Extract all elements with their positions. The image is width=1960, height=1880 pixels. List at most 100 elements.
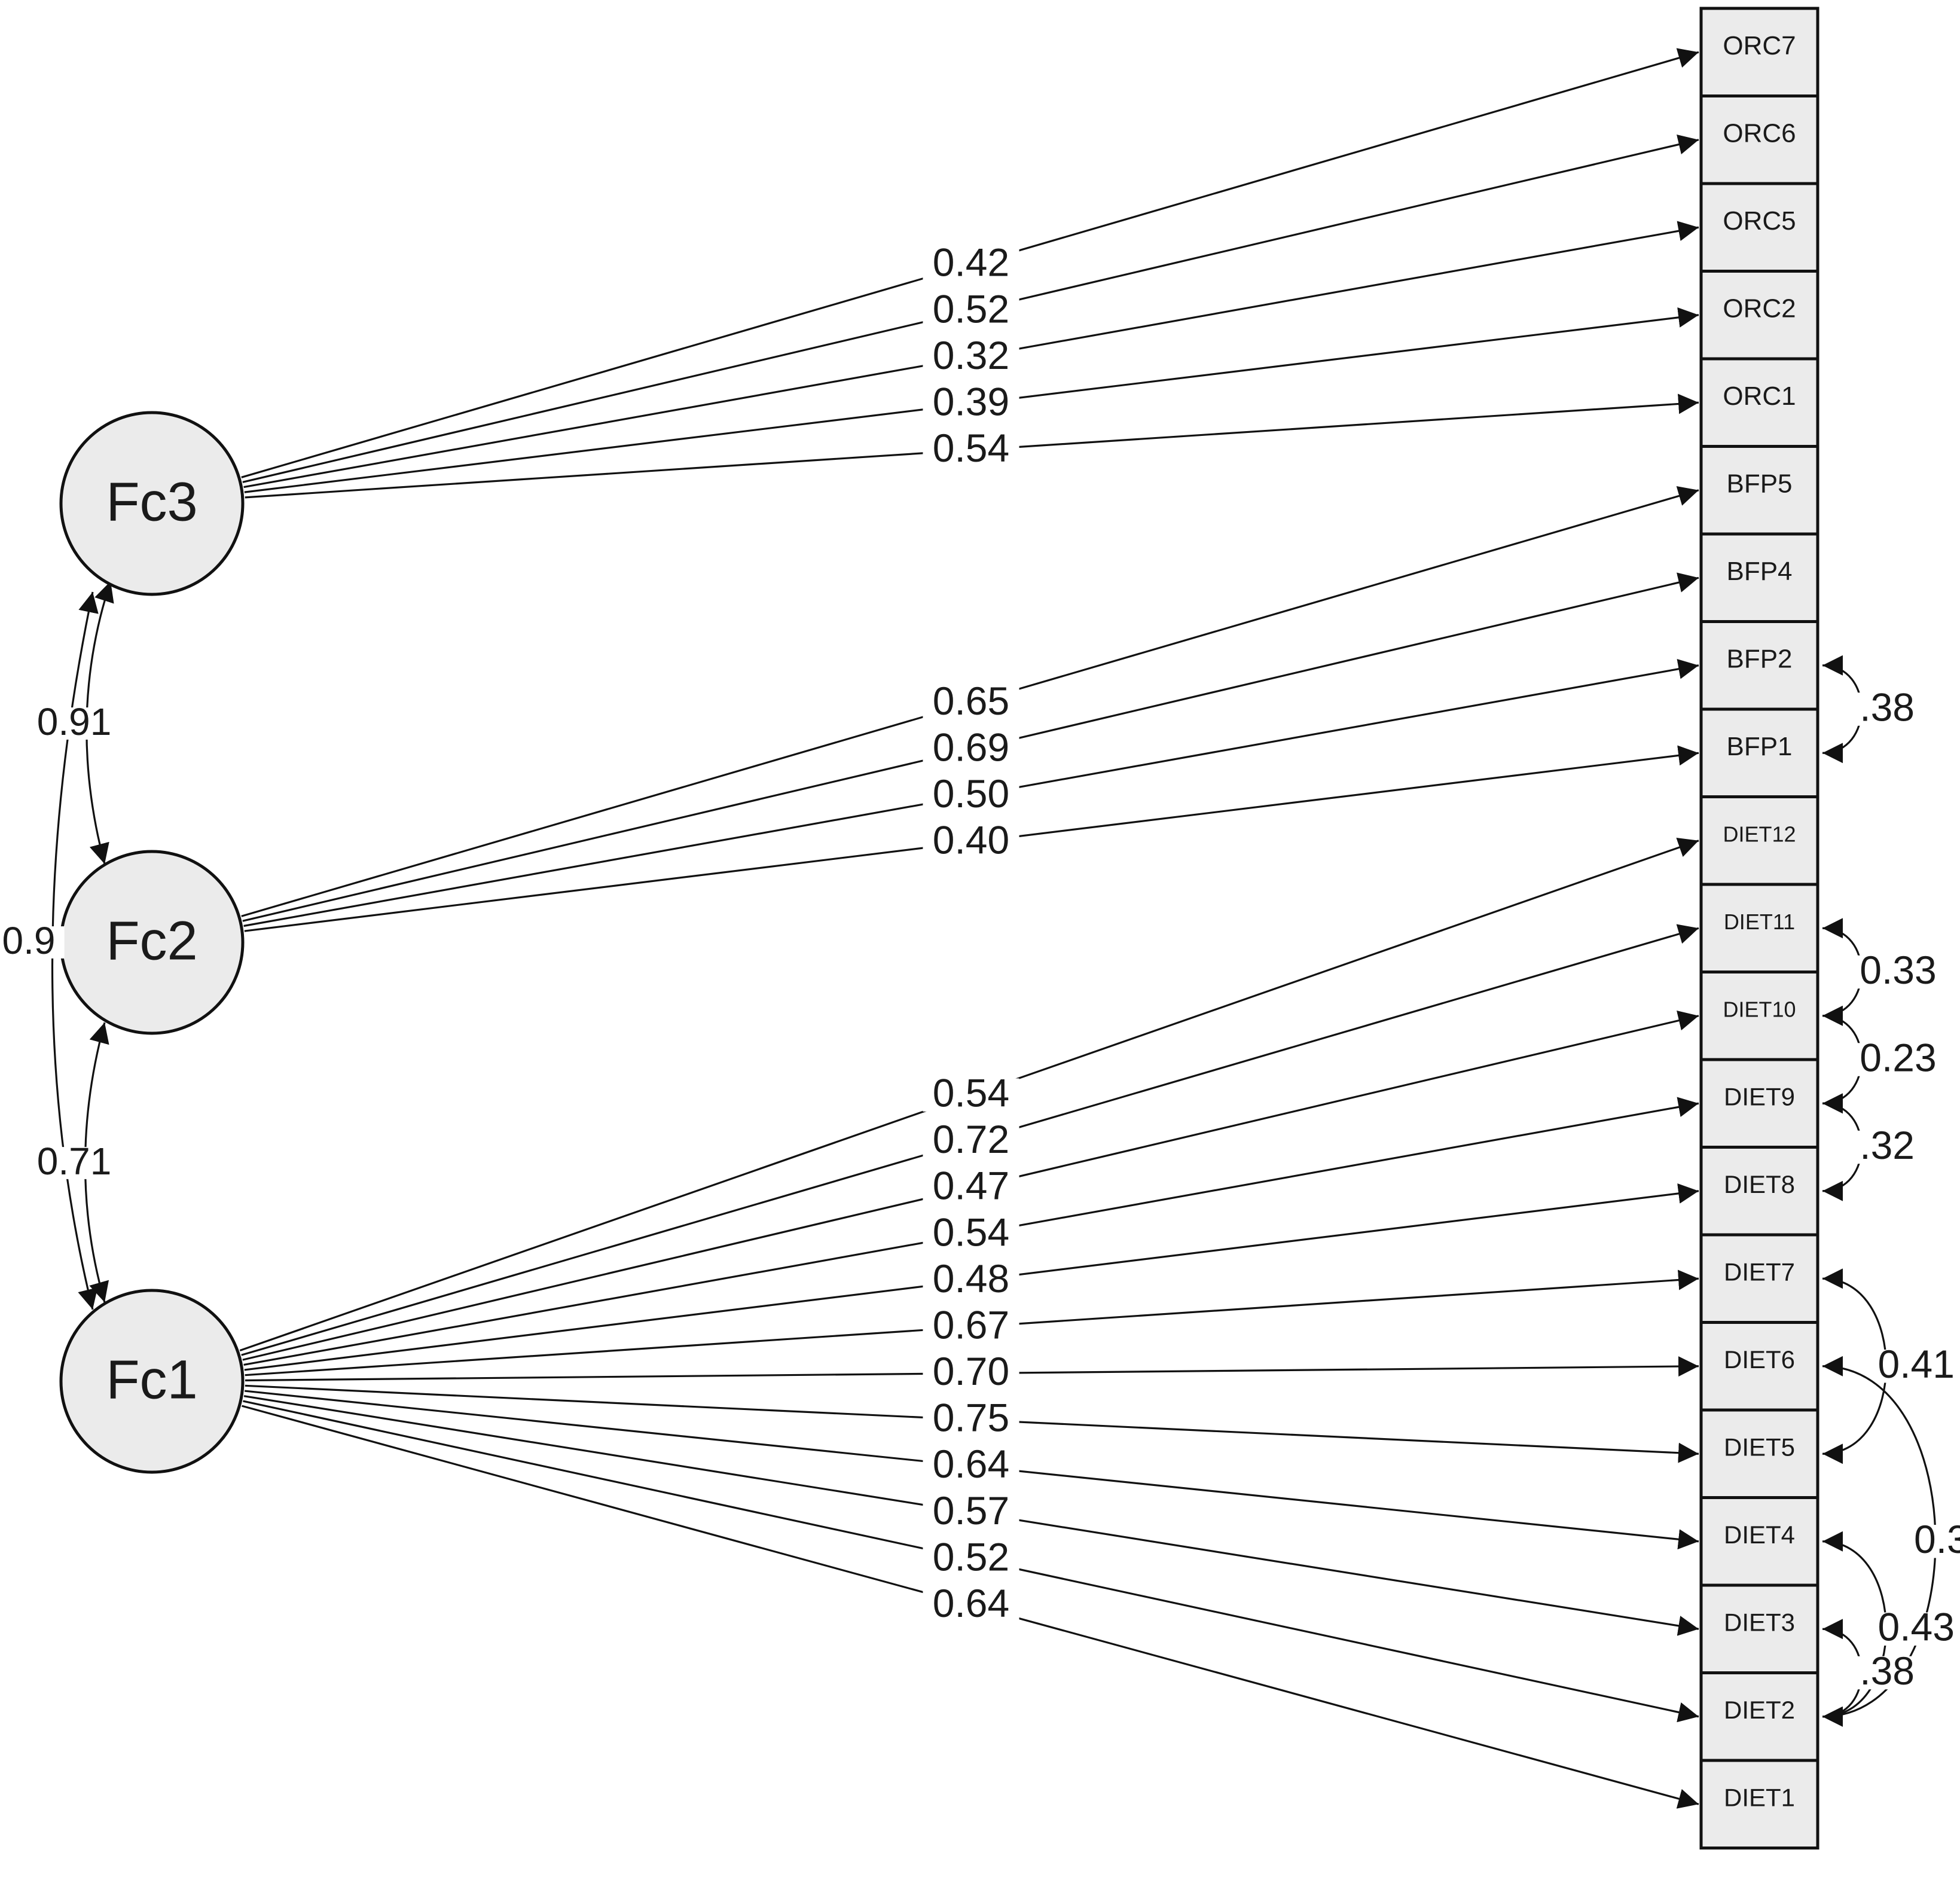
label-text: 0.50 (933, 771, 1009, 816)
loading-label-Fc1-DIET5: 0.75 (923, 1396, 1019, 1440)
factor-label-Fc1: Fc1 (106, 1349, 197, 1410)
label-text: 0.91 (37, 700, 112, 743)
indicator-label-BFP2: BFP2 (1726, 644, 1792, 673)
indicator-label-DIET8: DIET8 (1724, 1170, 1795, 1198)
label-bg (923, 779, 1019, 813)
factor-covariance-label-Fc3-Fc2: 0.91 (27, 700, 121, 743)
residual-covariance-BFP2-BFP1 (1822, 655, 1863, 764)
loading-label-Fc1-DIET10: 0.47 (923, 1164, 1019, 1208)
indicator-label-DIET9: DIET9 (1724, 1082, 1795, 1110)
residual-covariance-DIET11-DIET10 (1822, 918, 1863, 1026)
label-bg (1857, 1043, 1954, 1076)
indicator-label-ORC6: ORC6 (1723, 118, 1796, 148)
indicator-box-ORC2 (1699, 270, 1819, 361)
label-text: 0.52 (933, 286, 1009, 331)
indicator-label-BFP1: BFP1 (1726, 732, 1792, 761)
factor-node-Fc3 (59, 411, 245, 596)
loading-label-Fc1-DIET8: 0.48 (923, 1256, 1019, 1301)
label-bg (1857, 692, 1931, 726)
label-bg (923, 1263, 1019, 1298)
label-text: 0.64 (933, 1442, 1009, 1486)
indicator-label-DIET4: DIET4 (1724, 1521, 1795, 1549)
label-bg (1857, 1130, 1931, 1164)
indicator-label-DIET1: DIET1 (1724, 1783, 1795, 1811)
label-bg (923, 1078, 1019, 1112)
residual-covariance-label-DIET4-DIET2: 0.43 (1875, 1605, 1960, 1649)
loading-label-Fc1-DIET11: 0.72 (923, 1117, 1019, 1161)
label-bg (923, 387, 1019, 420)
label-text: .38 (1860, 685, 1915, 729)
indicator-label-DIET6: DIET6 (1724, 1345, 1795, 1374)
label-text: 0.41 (1878, 1342, 1955, 1386)
residual-covariance-label-DIET10-DIET9: 0.23 (1857, 1035, 1954, 1079)
label-text: 0.9 (2, 919, 56, 962)
loading-label-Fc3-ORC6: 0.52 (923, 286, 1019, 331)
indicator-label-DIET5: DIET5 (1724, 1433, 1795, 1461)
indicator-box-BFP5 (1699, 445, 1819, 536)
factor-node-Fc1 (59, 1289, 245, 1474)
label-text: 0.54 (933, 426, 1009, 470)
label-text: 0.52 (933, 1534, 1009, 1579)
label-text: .38 (1860, 1649, 1915, 1693)
label-text: .32 (1860, 1123, 1915, 1167)
residual-covariance-label-DIET7-DIET5: 0.41 (1875, 1342, 1960, 1386)
label-text: 0.70 (933, 1349, 1009, 1393)
residual-covariance-label-DIET9-DIET8: .32 (1857, 1123, 1931, 1167)
loading-label-Fc2-BFP2: 0.50 (923, 771, 1019, 816)
label-bg (923, 294, 1019, 328)
indicator-box-ORC7 (1699, 7, 1819, 97)
loading-label-Fc1-DIET12: 0.54 (923, 1071, 1019, 1115)
loading-label-Fc1-DIET3: 0.57 (923, 1488, 1019, 1533)
factor-covariance-label-Fc2-Fc1: 0.71 (27, 1140, 121, 1183)
label-bg (1857, 955, 1954, 989)
label-text: 0.67 (933, 1302, 1009, 1347)
indicator-box-BFP2 (1699, 620, 1819, 711)
label-bg (923, 686, 1019, 720)
label-text: 0.72 (933, 1117, 1009, 1161)
loading-label-Fc3-ORC7: 0.42 (923, 240, 1019, 285)
residual-covariance-label-DIET6-DIET2: 0.38 (1912, 1517, 1960, 1561)
label-text: 0.42 (933, 240, 1009, 285)
indicator-label-BFP5: BFP5 (1726, 469, 1792, 498)
factor-label-Fc2: Fc2 (106, 910, 197, 971)
label-text: 0.48 (933, 1256, 1009, 1301)
indicator-label-ORC2: ORC2 (1723, 294, 1796, 323)
label-text: 0.43 (1878, 1605, 1955, 1649)
loading-label-Fc1-DIET2: 0.52 (923, 1534, 1019, 1579)
indicator-box-DIET3 (1699, 1583, 1819, 1674)
loading-label-Fc2-BFP4: 0.69 (923, 725, 1019, 770)
label-text: 0.23 (1860, 1035, 1936, 1079)
label-text: 0.32 (933, 333, 1009, 377)
label-text: 0.71 (37, 1140, 112, 1183)
label-bg (923, 1403, 1019, 1436)
indicator-label-DIET10: DIET10 (1723, 997, 1796, 1021)
factor-covariance-Fc3-Fc1 (51, 591, 99, 1310)
label-text: 0.65 (933, 679, 1009, 723)
indicator-label-DIET2: DIET2 (1724, 1696, 1795, 1724)
residual-covariance-DIET3-DIET2 (1822, 1619, 1863, 1727)
indicator-box-DIET2 (1699, 1671, 1819, 1762)
label-bg (923, 1496, 1019, 1530)
label-bg (1857, 1656, 1931, 1690)
label-bg (923, 1542, 1019, 1576)
indicator-label-DIET7: DIET7 (1724, 1258, 1795, 1286)
label-text: 0.40 (933, 818, 1009, 862)
indicator-box-DIET4 (1699, 1496, 1819, 1587)
loading-label-Fc1-DIET7: 0.67 (923, 1302, 1019, 1347)
loading-label-Fc3-ORC5: 0.32 (923, 333, 1019, 377)
indicator-box-DIET5 (1699, 1408, 1819, 1499)
label-bg (27, 1147, 121, 1179)
loading-label-Fc1-DIET6: 0.70 (923, 1349, 1019, 1393)
residual-covariance-label-BFP2-BFP1: .38 (1857, 685, 1931, 729)
residual-covariance-DIET9-DIET8 (1822, 1093, 1863, 1201)
label-bg (1912, 1525, 1960, 1558)
label-bg (923, 1449, 1019, 1483)
indicator-box-ORC6 (1699, 94, 1819, 185)
label-text: 0.54 (933, 1071, 1009, 1115)
label-bg (923, 1356, 1019, 1390)
indicator-label-DIET12: DIET12 (1723, 822, 1796, 846)
loading-label-Fc1-DIET1: 0.64 (923, 1581, 1019, 1625)
loading-label-Fc1-DIET9: 0.54 (923, 1210, 1019, 1254)
indicator-label-ORC5: ORC5 (1723, 206, 1796, 236)
indicator-box-DIET1 (1699, 1759, 1819, 1850)
